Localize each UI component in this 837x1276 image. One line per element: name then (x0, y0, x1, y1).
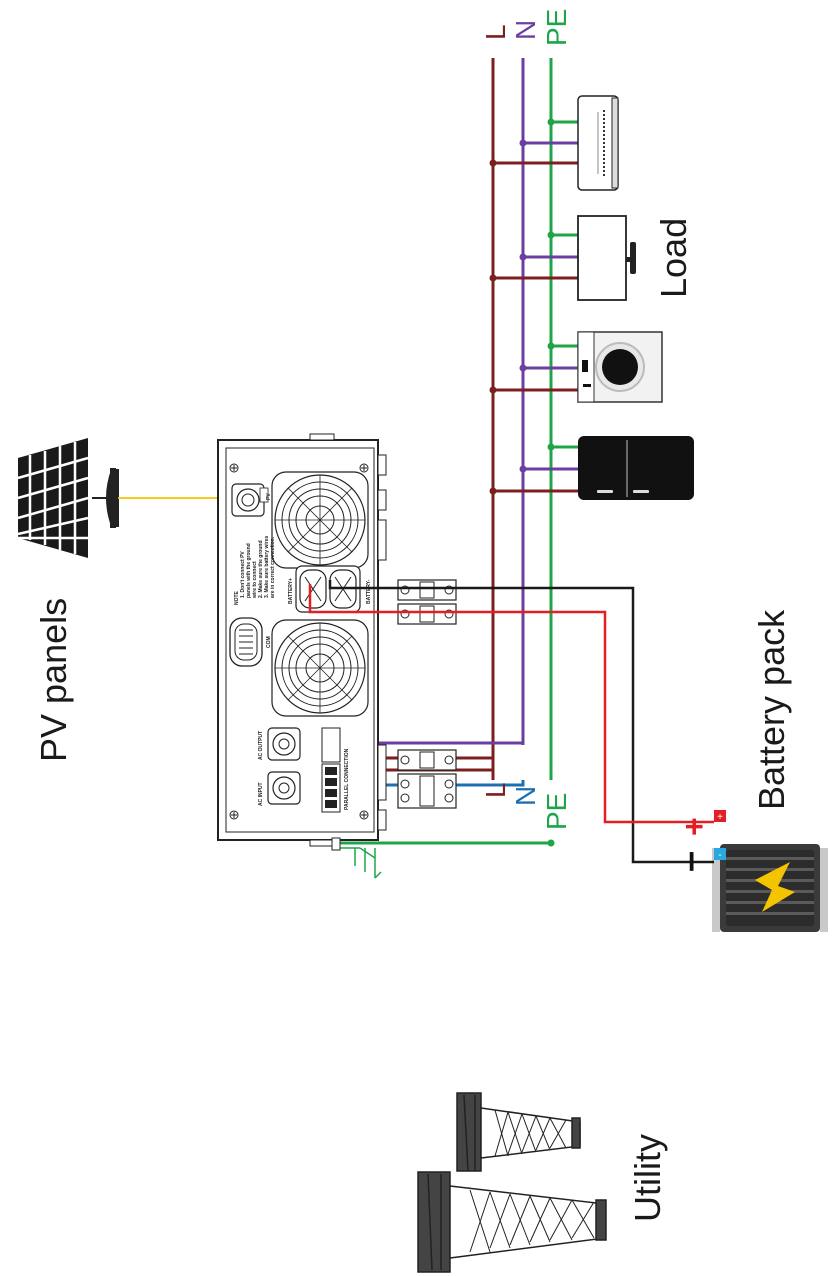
ac-output-terminal (267, 727, 301, 761)
com-port (229, 617, 263, 667)
battery-minus-label: BATTERY- (366, 579, 372, 604)
inverter-note-title: NOTE (234, 590, 240, 605)
battery-pack-icon: - + (712, 810, 828, 932)
parallel-ports (321, 727, 341, 813)
utility-label: Utility (627, 1134, 668, 1222)
battery-breaker-neg (397, 579, 457, 601)
refrigerator-icon (578, 436, 694, 500)
fan-icon (271, 619, 369, 717)
inverter-note-3: wire to connect (252, 561, 258, 599)
inverter-note-1: 1. Don't connect PV (240, 551, 246, 598)
parallel-label: PARALLEL CONNECTION (344, 748, 350, 810)
top-PE-label: PE (541, 9, 572, 46)
n-junction-3 (519, 364, 527, 372)
washing-machine-icon (577, 331, 663, 403)
ground-symbol (340, 847, 382, 879)
battery-neg-wire (328, 580, 690, 864)
n-junction-2 (519, 253, 527, 261)
ac-output-label: AC OUTPUT (258, 731, 264, 760)
pv-panels-label: PV panels (33, 598, 74, 762)
l-junction-4 (489, 487, 497, 495)
pv-label: PV (266, 493, 272, 500)
l-junction-1 (489, 159, 497, 167)
ac-input-terminal (267, 771, 301, 805)
battery-plus-sign: + (676, 817, 712, 836)
battery-plus-label: BATTERY+ (288, 578, 294, 604)
television-icon (577, 215, 636, 301)
battery-breaker-pos (397, 603, 457, 625)
battery-pack-label: Battery pack (751, 609, 792, 810)
bottom-L-label: L (480, 782, 511, 798)
ac-output-breaker (397, 749, 457, 771)
battery-neg-terminal-glyph: - (718, 850, 721, 861)
n-junction-4 (519, 465, 527, 473)
fan-icon (271, 471, 369, 569)
pe-junction-2 (547, 231, 555, 239)
pe-junction-1 (547, 118, 555, 126)
battery-pos-terminal-glyph: + (717, 812, 723, 823)
battery-minus-sign: – (669, 851, 711, 872)
com-label: COM (266, 636, 272, 648)
bottom-PE-label: PE (541, 793, 572, 830)
pe-junction-3 (547, 342, 555, 350)
ac-input-label: AC INPUT (258, 782, 264, 806)
top-N-label: N (510, 20, 541, 40)
utility-tower-icon (417, 1092, 607, 1273)
pe-junction-ground (547, 839, 555, 847)
n-junction-1 (519, 139, 527, 147)
load-label: Load (653, 218, 694, 298)
l-junction-3 (489, 386, 497, 394)
pv-terminal (231, 483, 269, 517)
inverter-note-4: 2. Make sure the ground (258, 540, 264, 598)
inverter-unit: NOTE 1. Don't connect PV panels with the… (217, 433, 387, 851)
battery-pos-wire (308, 584, 690, 824)
pv-panel-icon (17, 438, 119, 558)
inverter-note-2: panels with the ground (246, 543, 252, 598)
top-L-label: L (480, 24, 511, 40)
inverter-note-5: 3. Make sure battery wires (264, 536, 270, 598)
bottom-N-label: N (510, 786, 541, 806)
l-junction-2 (489, 274, 497, 282)
pe-junction-4 (547, 443, 555, 451)
air-conditioner-icon (577, 95, 619, 191)
inverter-note-6: are in correct connection. (270, 536, 276, 598)
ac-input-breaker (397, 773, 457, 809)
